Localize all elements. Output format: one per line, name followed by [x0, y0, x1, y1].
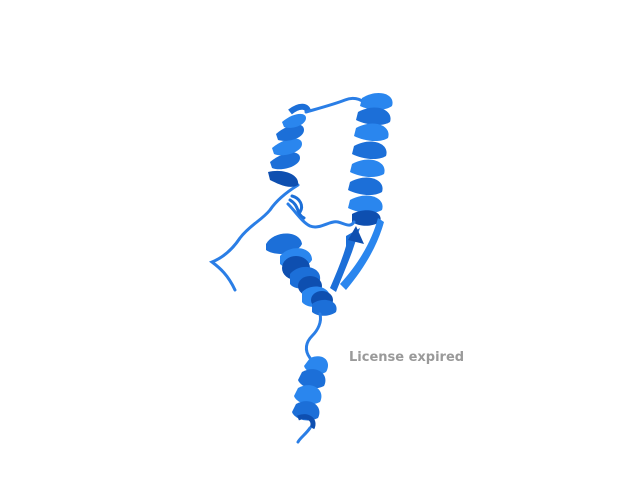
loop-n-terminal — [208, 183, 300, 292]
helix-center — [266, 233, 337, 316]
helix-c-terminal — [292, 356, 329, 430]
loop-center — [286, 202, 356, 229]
license-watermark: License expired — [349, 350, 465, 365]
loop-top — [304, 96, 368, 114]
beta-strand — [330, 218, 384, 292]
loop-center-2 — [288, 194, 306, 220]
loop-c-terminal — [296, 426, 312, 444]
loop-lower — [304, 312, 322, 360]
helix-right-long — [348, 92, 393, 226]
helix-left-upper — [268, 103, 311, 187]
